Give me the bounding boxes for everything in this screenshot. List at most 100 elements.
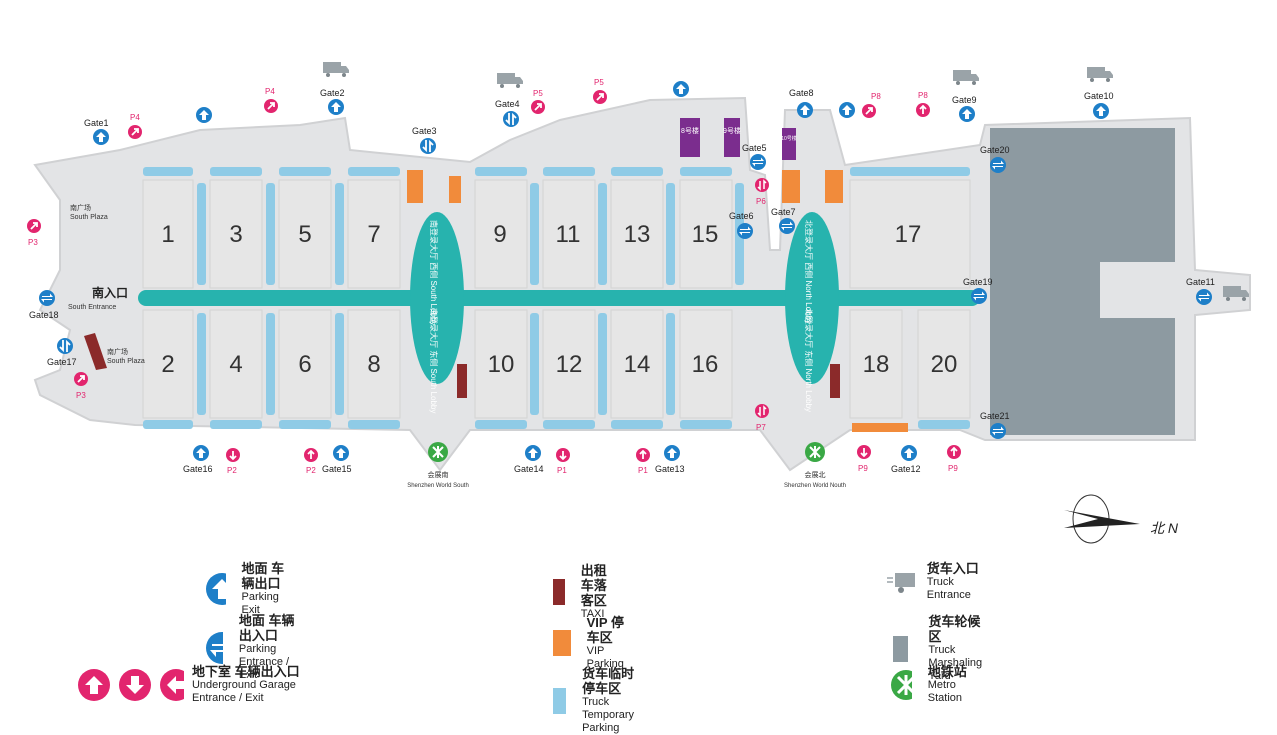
truck-icon-4 [1087,67,1113,82]
hall-12-label: 12 [556,351,583,378]
gate17-label: Gate17 [47,357,77,367]
gate15-label: Gate15 [322,464,352,474]
hall-14-label: 14 [624,351,651,378]
legend-truck-entrance-en: Truck Entrance [926,576,971,601]
gate6-icon [737,223,753,239]
legend-parking-ee-cn: 地面 车辆出入口 [238,613,295,643]
legend-marshaling-en: Truck Marshaling Yard [928,644,983,682]
legend-marshaling: 货车轮候区 Truck Marshaling Yard [893,614,993,683]
p2a-label: P2 [227,466,237,475]
gate14-icon [525,445,541,461]
legend-parking-entrance-exit: 地面 车辆出入口 Parking Entrance / Exit [206,613,298,682]
legend-truck-entrance-cn: 货车入口 [926,561,979,576]
p1a-label: P1 [557,466,567,475]
truck-temp-swatch [553,687,567,714]
legend-vip-en: VIP Parking [586,645,624,670]
hall-20-label: 20 [931,351,958,378]
legend-parking-ee-en: Parking Entrance / Exit [238,643,290,681]
building-8-label: 8号楼 [681,126,699,135]
p3a-label: P3 [28,238,38,247]
legend-underground: 地下室 车辆出入口 Underground Garage Entrance / … [78,664,310,705]
gate2-icon [328,99,344,115]
gate1-label: Gate1 [84,118,109,128]
p2b-icon [303,447,319,463]
p8a-label: P8 [871,92,881,101]
gate17-icon [56,337,74,355]
exit-icon-b [673,81,689,97]
hall-8-label: 8 [367,351,380,378]
hall-13-label: 13 [624,221,651,248]
gates: Gate1 Gate2 Gate3 Gate4 Gate5 Gate6 Gate… [29,81,1215,474]
legend-truck-temp-cn: 货车临时停车区 [582,666,635,696]
p6-label: P6 [756,197,766,206]
p4a-label: P4 [130,113,140,122]
p5b-icon [592,89,608,105]
p3b-icon [73,371,89,387]
gate11-label: Gate11 [1186,277,1215,287]
south-entrance-cn: 南入口 [92,285,128,300]
south-lobby-east-label: 南登录大厅 东侧 South Lobby [429,308,439,413]
hall-4-label: 4 [229,351,242,378]
legend-underground-en: Underground Garage Entrance / Exit [191,679,296,704]
truck-temp-parking [143,167,970,429]
p1a-icon [555,447,571,463]
underground-icons [78,668,184,701]
exit-icon-a [196,107,212,123]
p3b-label: P3 [76,391,86,400]
hall-2-label: 2 [161,351,174,378]
gate12-icon [901,445,917,461]
legend-taxi: 出租车落客区 TAXI [553,563,618,621]
south-plaza-bottom-en: South Plaza [107,358,145,365]
taxi-swatch [553,579,565,605]
legend-parking-exit: 地面 车辆出口 Parking Exit [206,561,291,617]
legend-metro: 地铁站 Metro Station [890,664,972,705]
p5a-label: P5 [533,89,543,98]
hall-6-label: 6 [298,351,311,378]
metro-station-icon [891,669,912,700]
legend-vip: VIP 停车区 VIP Parking [553,615,631,671]
legend-parking-exit-cn: 地面 车辆出口 [241,561,285,591]
hall-numbers: 1 2 3 4 5 6 7 8 9 10 11 12 13 14 15 16 1… [161,221,957,378]
gate15-icon [333,445,349,461]
north-lobby [785,212,839,384]
gate18-label: Gate18 [29,310,59,320]
hall-10-label: 10 [488,351,515,378]
north-lobby-east-label: 北登录大厅 东侧 North Lobby [804,308,814,412]
p4a-icon [127,124,143,140]
legend-metro-en: Metro Station [927,679,962,704]
south-plaza-top-cn: 南广场 [70,203,91,212]
office-buildings [680,118,796,160]
gate13-icon [664,445,680,461]
gate20-icon [990,157,1006,173]
p3a-icon [26,218,42,234]
p8b-icon [915,102,931,118]
gate5-label: Gate5 [742,143,767,153]
p9a-label: P9 [858,464,868,473]
p7-icon [754,403,770,419]
gate8-label: Gate8 [789,88,814,98]
gate20-label: Gate20 [980,145,1010,155]
gate16-icon [193,445,209,461]
p4b-label: P4 [265,87,275,96]
vip-parking [407,170,908,432]
p5b-label: P5 [594,78,604,87]
hall-16-label: 16 [692,351,719,378]
gate12-label: Gate12 [891,464,921,474]
hall-blocks [142,179,971,419]
gate13-label: Gate13 [655,464,685,474]
parking-points: P4 P4 P5 P5 P3 P3 P2 P2 P1 P1 P6 P7 P8 P… [26,78,962,475]
p1b-label: P1 [638,466,648,475]
gate6-label: Gate6 [729,211,754,221]
truck-icon-1 [323,62,349,77]
gate14-label: Gate14 [514,464,544,474]
south-plaza-top-en: South Plaza [70,214,108,221]
taxi-zones [84,333,840,398]
gate9-icon [959,106,975,122]
truck-marshaling-yard [990,128,1175,435]
hall-1-label: 1 [161,221,174,248]
p9b-label: P9 [948,464,958,473]
p5a-icon [530,99,546,115]
compass-north-label: 北 N [1150,520,1179,536]
p2b-label: P2 [306,466,316,475]
truck-icon-3 [953,70,979,85]
